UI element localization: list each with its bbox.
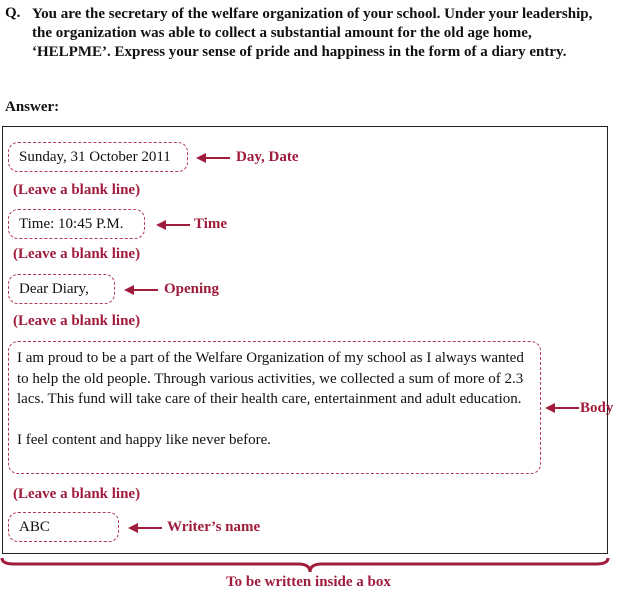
- writer-annotation: Writer’s name: [167, 519, 261, 535]
- date-text: Sunday, 31 October 2011: [19, 148, 171, 165]
- time-text: Time: 10:45 P.M.: [19, 215, 124, 232]
- blank-line-annotation: (Leave a blank line): [13, 313, 141, 329]
- answer-box: Sunday, 31 October 2011 Day, Date (Leave…: [2, 126, 613, 554]
- arrow-left-icon: [128, 523, 162, 533]
- body-annotation: Body: [580, 400, 614, 416]
- time-box: Time: 10:45 P.M.: [8, 209, 145, 239]
- body-box: I am proud to be a part of the Welfare O…: [8, 341, 541, 474]
- date-annotation: Day, Date: [236, 149, 299, 165]
- time-annotation: Time: [194, 216, 228, 232]
- opening-box: Dear Diary,: [8, 274, 115, 304]
- arrow-left-icon: [156, 220, 190, 230]
- box-note: To be written inside a box: [226, 574, 391, 590]
- writer-text: ABC: [19, 518, 50, 535]
- blank-line-annotation: (Leave a blank line): [13, 246, 141, 262]
- writer-box: ABC: [8, 512, 119, 542]
- arrow-left-icon: [124, 285, 158, 295]
- opening-text: Dear Diary,: [19, 280, 89, 297]
- brace-icon: [0, 557, 610, 573]
- question-label: Q.: [5, 5, 21, 21]
- question-text: You are the secretary of the welfare org…: [32, 6, 593, 60]
- blank-line-annotation: (Leave a blank line): [13, 182, 141, 198]
- arrow-left-icon: [196, 153, 230, 163]
- body-paragraph: I feel content and happy like never befo…: [17, 431, 272, 448]
- body-paragraph: I am proud to be a part of the Welfare O…: [17, 350, 524, 407]
- arrow-left-icon: [545, 403, 579, 413]
- answer-label: Answer:: [5, 99, 60, 115]
- opening-annotation: Opening: [164, 281, 220, 297]
- blank-line-annotation: (Leave a blank line): [13, 486, 141, 502]
- date-box: Sunday, 31 October 2011: [8, 142, 188, 172]
